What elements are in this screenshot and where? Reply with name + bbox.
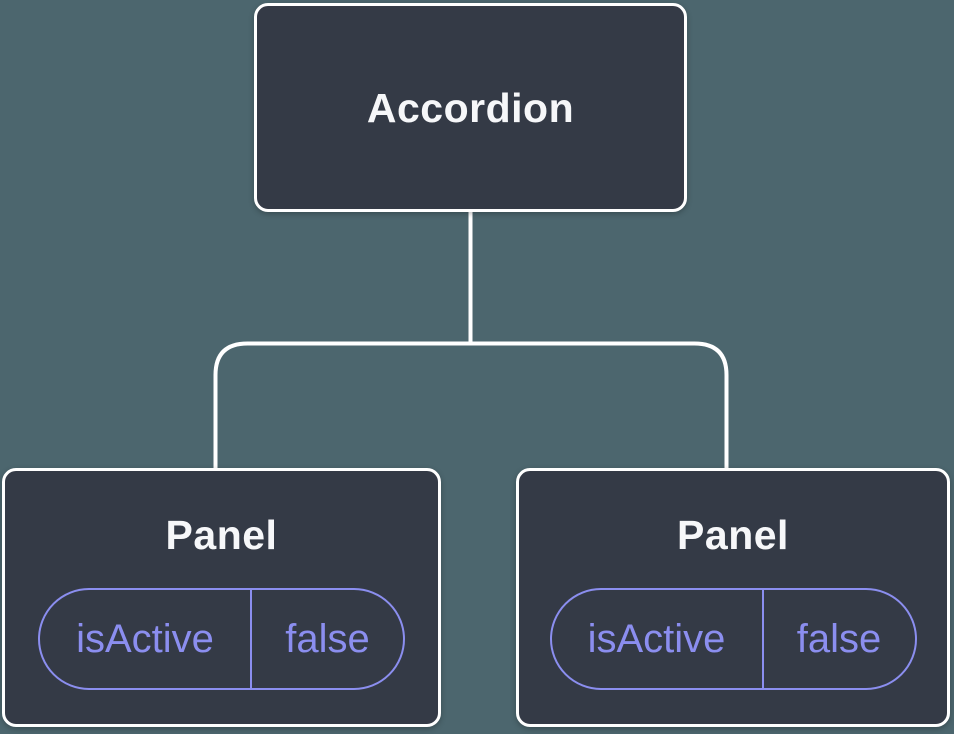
component-name: Panel: [677, 512, 789, 558]
component-name: Accordion: [366, 84, 575, 131]
component-name: Panel: [165, 512, 278, 558]
connector-branch-bracket: [213, 341, 729, 470]
state-value: false: [796, 617, 882, 661]
component-node-panel-left: Panel isActive false: [2, 468, 441, 727]
state-value: false: [285, 617, 370, 661]
state-pill: isActive false: [549, 588, 917, 690]
component-node-panel-right: Panel isActive false: [516, 468, 950, 727]
state-name: isActive: [40, 590, 252, 688]
state-pill: isActive false: [38, 588, 405, 690]
component-node-accordion: Accordion: [254, 3, 687, 212]
state-name: isActive: [552, 590, 764, 688]
